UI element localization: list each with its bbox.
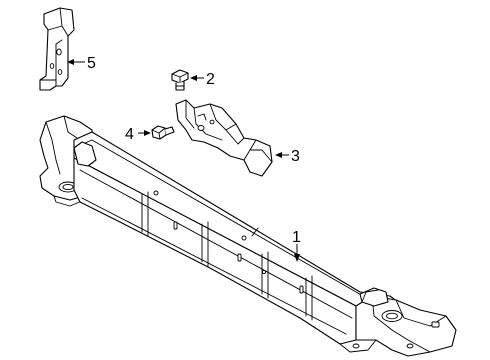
callout-4-label: 4 [125,126,134,143]
bolt-upper-part [171,69,189,91]
callout-1-label: 1 [292,229,301,246]
callout-1: 1 [292,229,301,262]
callout-3: 3 [275,148,300,165]
callout-2: 2 [190,71,215,88]
front-crossmember-part [39,115,457,357]
upper-bracket-part [39,7,75,91]
callout-4: 4 [125,126,151,143]
callout-5-label: 5 [87,55,96,72]
callout-3-label: 3 [291,148,300,165]
bolt-lower-part [151,125,175,140]
callout-2-label: 2 [206,71,215,88]
mounting-bracket-part [175,99,273,177]
callout-5: 5 [67,55,96,72]
